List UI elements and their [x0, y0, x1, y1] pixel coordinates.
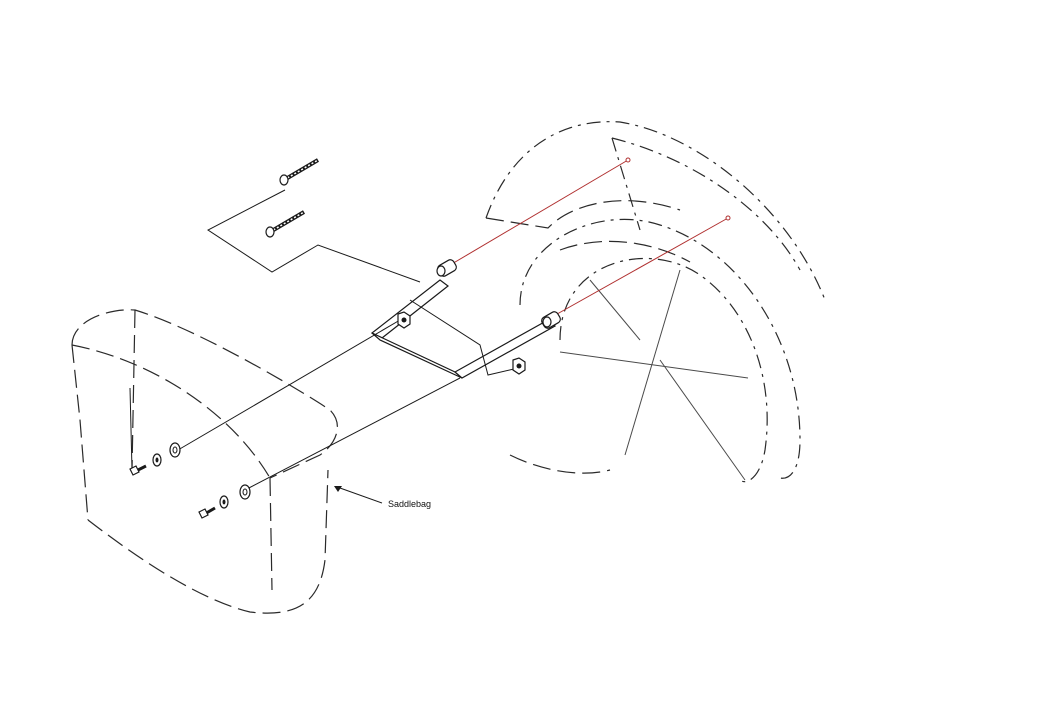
bolt-washer-set-lower	[198, 484, 251, 519]
rear-wheel	[509, 218, 801, 483]
spacer-nut-upper	[436, 259, 457, 277]
fastener-rods	[444, 157, 731, 319]
rear-fender	[485, 121, 826, 301]
bolt-washer-set-upper	[129, 442, 181, 476]
long-screw-upper	[279, 158, 320, 186]
saddlebag-callout: Saddlebag	[334, 486, 431, 509]
hex-nut-lower	[512, 357, 526, 375]
long-screw-lower	[265, 210, 306, 238]
fender-hole-lower	[725, 215, 731, 221]
fender-hole-upper	[625, 157, 631, 163]
mounting-bracket	[370, 279, 557, 379]
spacer-nut-right	[541, 311, 561, 329]
hex-nut-center	[397, 311, 411, 329]
saddlebag-label: Saddlebag	[388, 499, 431, 509]
saddlebag-body	[71, 309, 338, 614]
assembly-guide-lines	[129, 189, 519, 491]
